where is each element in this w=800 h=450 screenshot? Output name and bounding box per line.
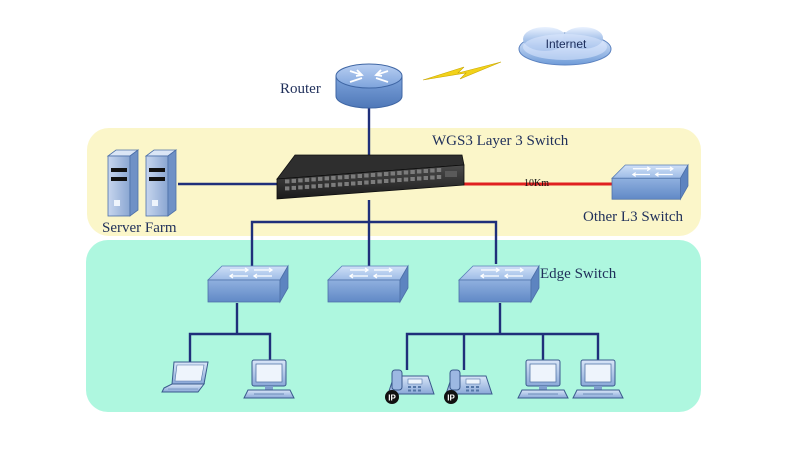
switch-port <box>304 177 310 182</box>
desktop-computer-icon <box>517 359 569 399</box>
switch-port <box>298 178 303 183</box>
switch-port <box>364 180 369 185</box>
switch-port <box>304 184 310 189</box>
switch-port <box>397 178 402 182</box>
switch-port <box>324 183 329 188</box>
switch-port <box>403 170 409 175</box>
switch-port <box>410 177 415 181</box>
switch-port <box>417 169 422 174</box>
switch-port <box>377 179 382 184</box>
server-farm-label: Server Farm <box>102 220 177 236</box>
switch-port <box>423 169 428 173</box>
switch-port <box>384 172 389 176</box>
switch-port <box>351 174 356 179</box>
switch-port <box>311 177 316 182</box>
switch-port <box>397 171 402 175</box>
router-label: Router <box>280 81 321 97</box>
switch-port <box>337 175 343 180</box>
switch-port <box>291 178 296 183</box>
switch-port <box>351 181 356 186</box>
switch-port <box>318 176 323 181</box>
switch-port <box>324 176 329 181</box>
switch-port <box>370 180 376 184</box>
l3-switch-label: WGS3 Layer 3 Switch <box>432 133 569 149</box>
switch-port <box>417 176 422 181</box>
lightning-icon <box>422 61 502 81</box>
switch-port <box>318 183 323 188</box>
switch-port <box>384 179 389 183</box>
switch-port <box>285 179 290 184</box>
switch-port <box>436 168 442 172</box>
edge-switch-left <box>207 265 289 303</box>
switch-port <box>377 172 382 177</box>
switch-port <box>370 173 376 177</box>
internet-label: Internet <box>546 37 587 51</box>
switch-port <box>364 173 369 178</box>
switch-port <box>436 175 442 179</box>
switch-port <box>285 186 290 191</box>
edge-left-hosts-link <box>188 332 272 362</box>
ip-badge: IP <box>385 390 399 404</box>
svg-text:IP: IP <box>447 394 455 403</box>
desktop-computer-icon <box>572 359 624 399</box>
server-tower-icon <box>144 149 178 217</box>
switch-port <box>298 185 303 190</box>
switch-port <box>390 171 395 176</box>
switch-port <box>423 176 428 180</box>
switch-port <box>390 178 395 183</box>
switch-port <box>357 181 362 185</box>
switch-port <box>410 170 415 174</box>
switch-port <box>331 175 336 180</box>
ip-badge: IP <box>444 390 458 404</box>
switch-port <box>311 184 316 189</box>
other-l3-switch-label: Other L3 Switch <box>583 209 683 225</box>
switch-port <box>331 182 336 187</box>
edge-right-hosts-link <box>405 332 600 370</box>
link-distance-label: 10Km <box>524 178 549 189</box>
rack-switch-icon <box>276 154 465 200</box>
switch-icon <box>611 164 689 200</box>
switch-port <box>430 175 435 180</box>
cloud-icon <box>518 27 612 66</box>
switch-port <box>291 185 296 190</box>
router-icon <box>335 63 403 109</box>
links <box>178 107 600 370</box>
edge-switch-right <box>458 265 540 303</box>
switch-port <box>337 182 343 187</box>
desktop-computer-icon <box>243 359 295 399</box>
edge-switch-middle <box>327 265 409 303</box>
switch-port <box>357 174 362 178</box>
laptop-icon <box>161 361 209 393</box>
edge-switch-label: Edge Switch <box>540 266 617 282</box>
switch-port <box>344 175 349 179</box>
switch-port <box>403 177 409 182</box>
server-tower-icon <box>106 149 140 217</box>
switch-port <box>430 168 435 173</box>
svg-text:IP: IP <box>388 394 396 403</box>
switch-port <box>344 182 349 186</box>
edge-distribution-link <box>250 220 498 266</box>
